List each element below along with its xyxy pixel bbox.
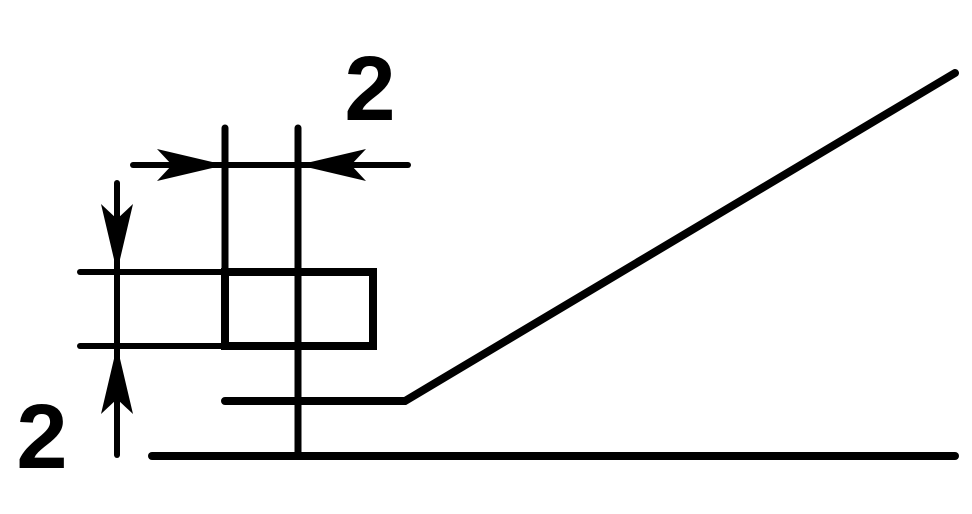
left-dimension-label: 2 [16, 386, 67, 488]
arrowhead-icon [157, 149, 225, 181]
arrowhead-icon [101, 346, 133, 414]
symbol-rectangle [221, 268, 377, 350]
top-dimension-label: 2 [344, 38, 395, 140]
arrowhead-icon [101, 204, 133, 272]
leader-line [221, 69, 959, 405]
arrowhead-icon [298, 149, 366, 181]
